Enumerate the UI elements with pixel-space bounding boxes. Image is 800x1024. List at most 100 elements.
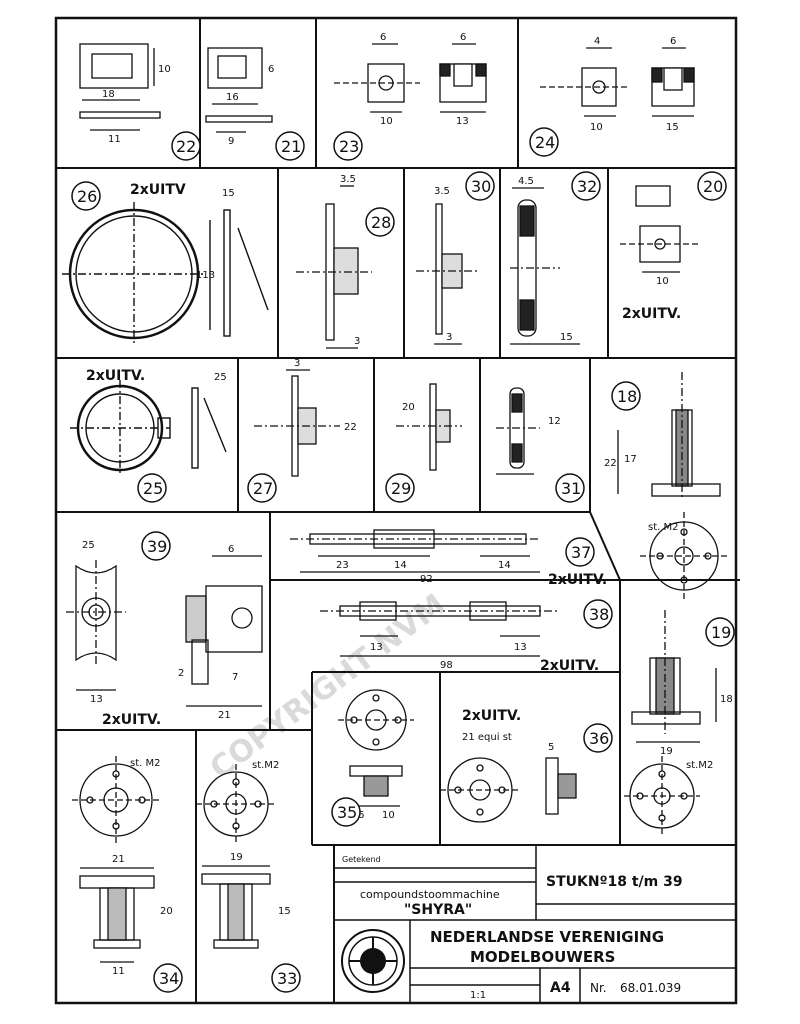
part-36-drawing xyxy=(440,757,577,823)
annotation-equi: 21 equi st xyxy=(462,732,512,743)
dim-text: 3.5 xyxy=(434,186,450,197)
watermark: COPYRIGHT NVM xyxy=(204,587,452,786)
part-number-badge xyxy=(611,381,641,411)
part-number-35: 35 xyxy=(337,803,357,822)
part-number-33: 33 xyxy=(277,969,297,988)
dim-text: 92 xyxy=(420,574,433,585)
part-32-drawing xyxy=(510,187,580,345)
part-37-drawing xyxy=(290,529,540,573)
part-number-badge xyxy=(331,797,361,827)
title-block xyxy=(334,845,736,1003)
part-number-38: 38 xyxy=(589,605,609,624)
dim-text: 4.5 xyxy=(518,176,534,187)
part-number-badge xyxy=(465,171,495,201)
part-number-badge xyxy=(583,599,613,629)
part-30-drawing xyxy=(416,203,478,345)
part-number-21: 21 xyxy=(281,137,301,156)
part-number-badge xyxy=(141,531,171,561)
part-22-drawing xyxy=(79,43,161,131)
model-name: "SHYRA" xyxy=(404,902,472,918)
part-number-25: 25 xyxy=(143,479,163,498)
part-number-badge xyxy=(333,131,363,161)
part-number-badge xyxy=(153,963,183,993)
project-name: compoundstoommachine xyxy=(360,888,500,901)
dim-text: 15 xyxy=(560,332,573,343)
part-38-drawing xyxy=(320,601,560,657)
annotation-2x-uitv: 2xUITV. xyxy=(540,658,599,674)
sheet-frame xyxy=(54,16,738,1005)
part-number-27: 27 xyxy=(253,479,273,498)
dim-text: 10 xyxy=(380,116,393,127)
dim-text: 19 xyxy=(230,852,243,863)
part-number-26: 26 xyxy=(77,187,97,206)
dim-text: 11 xyxy=(112,966,125,977)
part-number-19: 19 xyxy=(711,623,731,642)
part-number-badge xyxy=(697,171,727,201)
dim-text: 5 xyxy=(548,742,554,753)
dim-text: 13 xyxy=(370,642,383,653)
part-number-badge xyxy=(271,963,301,993)
part-number-badge xyxy=(583,723,613,753)
dim-text: 113 xyxy=(196,270,215,281)
annotation-2x-uitv: 2xUITV. xyxy=(548,572,607,588)
part-number-34: 34 xyxy=(159,969,179,988)
part-number-badge xyxy=(71,181,101,211)
part-number-24: 24 xyxy=(535,133,555,152)
dim-text: 13 xyxy=(456,116,469,127)
dim-text: 18 xyxy=(102,89,115,100)
annotation-2x-uitv: 2xUITV. xyxy=(86,368,145,384)
part-number-32: 32 xyxy=(577,177,597,196)
part-number-badge xyxy=(171,131,201,161)
sheet-size: A4 xyxy=(550,980,571,996)
dim-text: 25 xyxy=(214,372,227,383)
dim-text: 14 xyxy=(394,560,407,571)
dim-text: 7 xyxy=(232,672,238,683)
dim-text: 19 xyxy=(660,746,673,757)
annotation-tap: st.M2 xyxy=(686,760,713,771)
dim-text: 3 xyxy=(294,358,300,369)
dim-text: 2 xyxy=(178,668,184,679)
dim-text: 6 xyxy=(268,64,274,75)
part-39-drawing xyxy=(66,555,263,707)
dim-text: 98 xyxy=(440,660,453,671)
dim-text: 6 xyxy=(228,544,234,555)
part-number-20: 20 xyxy=(703,177,723,196)
dim-text: 10 xyxy=(656,276,669,287)
dim-text: 3 xyxy=(354,336,360,347)
part-number-36: 36 xyxy=(589,729,609,748)
dim-text: 20 xyxy=(402,402,415,413)
part-34-drawing xyxy=(72,756,160,963)
part-25-drawing xyxy=(70,380,227,476)
organization-line-1: NEDERLANDSE VERENIGING xyxy=(430,928,664,946)
dim-text: 9 xyxy=(228,136,234,147)
dim-text: 11 xyxy=(108,134,121,145)
dim-text: 16 xyxy=(226,92,239,103)
annotation-tap: st.M2 xyxy=(252,760,279,771)
part-number-badge xyxy=(385,473,415,503)
sheet-title: STUKNº18 t/m 39 xyxy=(546,874,683,890)
nvm-logo xyxy=(341,929,405,993)
number-label: Nr. xyxy=(590,981,607,995)
dim-text: 20 xyxy=(160,906,173,917)
part-24-drawing xyxy=(540,47,695,117)
dim-text: 22 xyxy=(604,458,617,469)
dim-text: 6 xyxy=(358,810,364,821)
part-number-18: 18 xyxy=(617,387,637,406)
part-number-badge xyxy=(365,207,395,237)
part-number-37: 37 xyxy=(571,543,591,562)
dim-text: 15 xyxy=(222,188,235,199)
dim-text: 25 xyxy=(82,540,95,551)
part-29-drawing xyxy=(396,383,462,471)
drawn-by-label: Getekend xyxy=(342,855,381,864)
dim-text: 14 xyxy=(498,560,511,571)
annotation-tap: st. M2 xyxy=(648,522,678,533)
dim-text: 18 xyxy=(720,694,733,705)
annotation-tap: st. M2 xyxy=(130,758,160,769)
part-28-drawing xyxy=(296,185,372,349)
dim-text: 4 xyxy=(594,36,600,47)
scale-value: 1:1 xyxy=(470,990,486,1001)
dim-text: 15 xyxy=(278,906,291,917)
part-26-drawing xyxy=(62,202,269,346)
part-33-drawing xyxy=(196,764,276,949)
